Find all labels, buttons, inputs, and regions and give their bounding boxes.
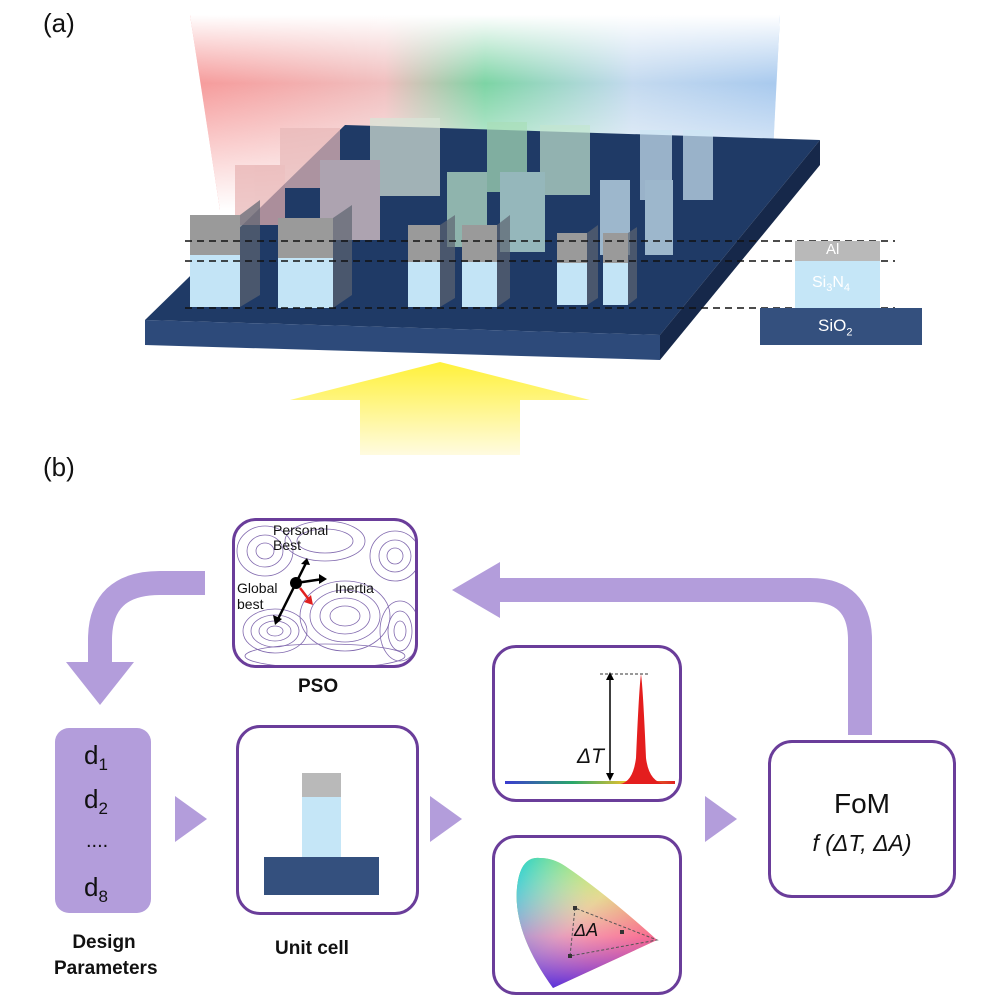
sio2-layer-swatch xyxy=(760,308,922,345)
transmission-spectrum-plot xyxy=(505,672,675,784)
cie-chromaticity-diagram xyxy=(516,857,659,988)
unit-cell-si3n4-pillar xyxy=(302,797,341,857)
panel-a-label: (a) xyxy=(43,8,75,38)
si3n4-layer-label: Si3N4 xyxy=(812,274,851,295)
transmission-spectrum-box xyxy=(492,645,682,802)
spectrum-peak xyxy=(620,674,665,784)
param-d8: d8 xyxy=(84,872,108,907)
fom-title: FoM xyxy=(834,788,890,819)
unit-cell-substrate xyxy=(264,857,379,895)
pso-contour-plot xyxy=(236,521,415,665)
input-light-arrow xyxy=(290,362,590,455)
feedback-arrowhead xyxy=(452,562,500,618)
design-parameters-box xyxy=(55,728,151,913)
gamut-triangle xyxy=(569,907,659,957)
flow-arrow-1 xyxy=(175,796,207,842)
pillars xyxy=(190,118,713,308)
al-layer-swatch xyxy=(795,241,880,261)
delta-t-label: ΔT xyxy=(577,745,604,768)
param-d1: d1 xyxy=(84,740,108,775)
unit-cell-al-layer xyxy=(302,773,341,797)
fom-box xyxy=(768,740,956,898)
param-d2: d2 xyxy=(84,784,108,819)
panel-b-label: (b) xyxy=(43,452,75,482)
flow-arrow-2 xyxy=(430,796,462,842)
chromaticity-box xyxy=(492,835,682,995)
unit-cell-caption: Unit cell xyxy=(275,938,349,959)
feedback-arrow xyxy=(500,578,872,735)
pso-caption: PSO xyxy=(298,676,339,697)
al-layer-label: Al xyxy=(826,241,840,258)
unit-cell-box xyxy=(236,725,419,915)
inertia-label: Inertia xyxy=(335,580,374,596)
flow-arrow-3 xyxy=(705,796,737,842)
pso-to-design-arrowhead xyxy=(66,662,134,705)
sio2-layer-label: SiO2 xyxy=(818,316,853,339)
pso-to-design-arrow xyxy=(88,571,205,665)
delta-a-label: ΔA xyxy=(574,920,599,940)
fom-formula: f (ΔT, ΔA) xyxy=(812,830,912,856)
param-dots: .... xyxy=(86,830,109,852)
metasurface-illustration xyxy=(145,15,922,455)
si3n4-layer-swatch xyxy=(795,261,880,308)
pso-box xyxy=(232,518,418,668)
